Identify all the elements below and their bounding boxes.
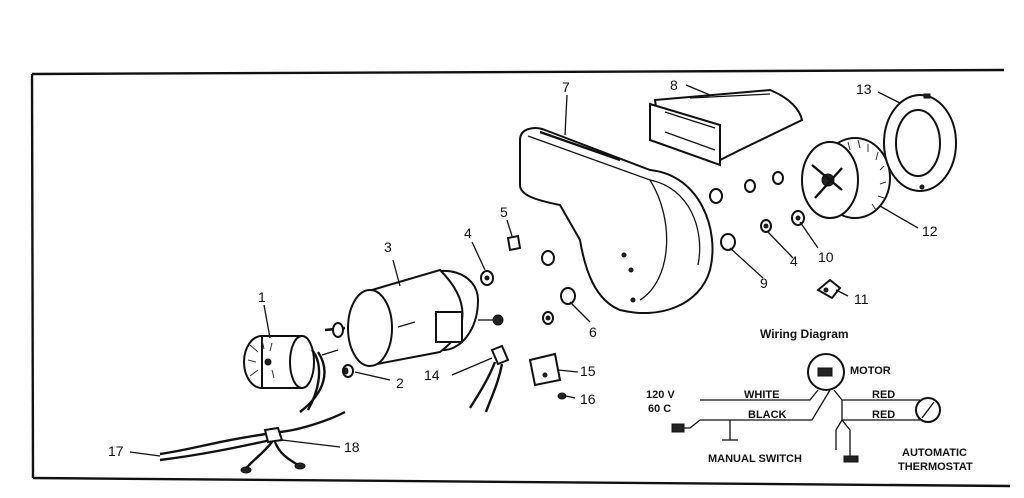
parts-14-15-16 — [468, 344, 567, 413]
label-8: 8 — [670, 77, 678, 93]
black-wire-label: BLACK — [748, 409, 787, 421]
label-18: 18 — [344, 439, 360, 455]
label-1: 1 — [258, 289, 266, 305]
part-7-blower-housing — [519, 127, 714, 315]
red-wire-label-top: RED — [872, 389, 895, 401]
cycle-label: 60 C — [648, 403, 671, 415]
part-number-labels: 1 2 3 4 5 6 7 8 9 4 10 11 12 13 14 15 16… — [108, 77, 938, 459]
label-17: 17 — [108, 443, 124, 459]
part-1-motor-end-housing — [243, 326, 346, 413]
diagram-frame — [30, 68, 1011, 488]
label-13: 13 — [856, 81, 872, 97]
label-16: 16 — [580, 391, 596, 407]
wiring-diagram: Wiring Diagram MOTOR WHITE BLACK RED RED… — [646, 327, 973, 473]
label-11: 11 — [854, 291, 869, 307]
thermostat-label: THERMOSTAT — [898, 461, 973, 473]
manual-switch-label: MANUAL SWITCH — [708, 453, 802, 465]
white-wire-label: WHITE — [744, 389, 779, 401]
label-5: 5 — [500, 204, 508, 220]
red-wire-label-bottom: RED — [872, 409, 895, 421]
label-12: 12 — [922, 223, 938, 239]
label-4: 4 — [464, 225, 472, 241]
automatic-label: AUTOMATIC — [902, 447, 967, 459]
wiring-diagram-title: Wiring Diagram — [760, 327, 849, 341]
label-6: 6 — [589, 324, 597, 340]
label-7: 7 — [562, 79, 570, 95]
part-8-duct — [649, 88, 804, 167]
right-fittings — [709, 171, 805, 251]
leader-lines — [129, 84, 919, 457]
label-10: 10 — [818, 249, 834, 265]
voltage-label: 120 V — [646, 389, 675, 401]
small-fittings — [480, 234, 576, 325]
label-15: 15 — [580, 363, 596, 379]
motor-label: MOTOR — [850, 365, 891, 377]
label-4b: 4 — [790, 253, 798, 269]
parts-17-18-cord-and-clip — [159, 410, 346, 474]
part-2-screws — [332, 322, 354, 378]
part-13-mounting-ring — [883, 93, 957, 192]
label-14: 14 — [424, 367, 440, 383]
label-2: 2 — [396, 375, 404, 391]
part-12-blower-wheel — [801, 137, 891, 219]
part-11-fitting — [816, 278, 842, 300]
label-3: 3 — [384, 239, 392, 255]
part-3-motor — [347, 268, 504, 367]
label-9: 9 — [760, 275, 768, 291]
